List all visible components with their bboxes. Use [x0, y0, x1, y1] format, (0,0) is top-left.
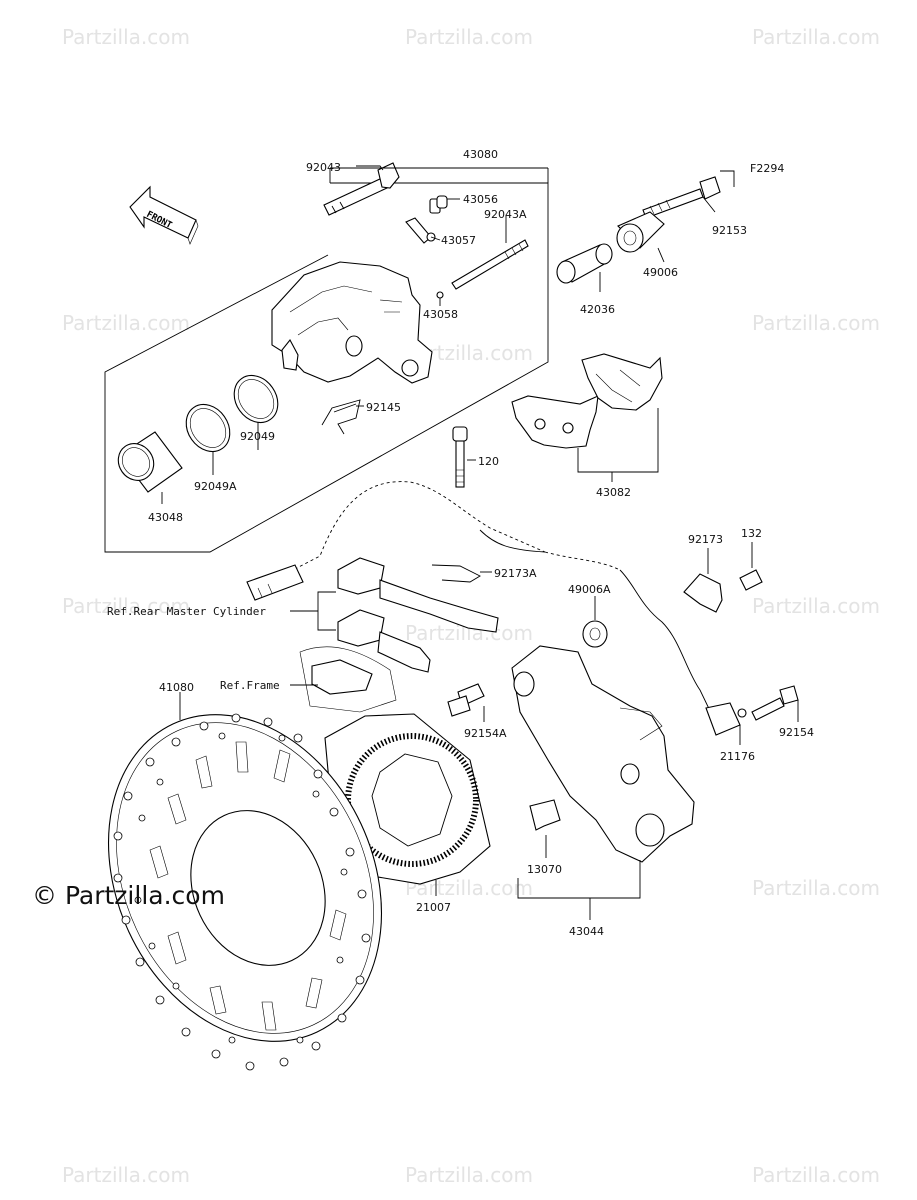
- bleeder-valve-43056: [429, 195, 448, 214]
- part-label: 21176: [720, 750, 755, 763]
- brake-pads-43082: [511, 353, 663, 449]
- copyright-notice: © Partzilla.com: [32, 881, 225, 910]
- clamp-92173: [683, 573, 723, 613]
- abs-sensor-wiring: [246, 481, 747, 736]
- part-label: 92153: [712, 224, 747, 237]
- part-label: 92049: [240, 430, 275, 443]
- watermark: Partzilla.com: [752, 25, 880, 49]
- pin-92043a: [451, 239, 529, 290]
- brake-disc-41080: [107, 713, 383, 1071]
- part-label: 92154A: [464, 727, 507, 740]
- watermark: Partzilla.com: [62, 1163, 190, 1187]
- part-label: 43044: [569, 925, 604, 938]
- part-label: 43048: [148, 511, 183, 524]
- watermark: Partzilla.com: [752, 1163, 880, 1187]
- leader-lines: [161, 165, 799, 920]
- part-label: 43080: [463, 148, 498, 161]
- watermark: Partzilla.com: [62, 594, 190, 618]
- diagram-code: F2294: [750, 162, 784, 175]
- part-label: 42036: [580, 303, 615, 316]
- part-label: 92049A: [194, 480, 237, 493]
- ref-frame: Ref.Frame: [220, 679, 280, 692]
- bolt-92154a: [447, 683, 485, 717]
- oring-43058: [436, 291, 444, 299]
- part-label: 21007: [416, 901, 451, 914]
- bolt-92154: [751, 685, 799, 721]
- part-label: 92154: [779, 726, 814, 739]
- part-label: 43058: [423, 308, 458, 321]
- front-direction-arrow-icon: FRONT: [129, 185, 199, 245]
- part-label: 43057: [441, 234, 476, 247]
- dust-seal-92049a: [185, 403, 231, 453]
- collar-49006a: [582, 620, 608, 648]
- part-label: 43082: [596, 486, 631, 499]
- bolt-132: [739, 569, 763, 591]
- watermark: Partzilla.com: [752, 876, 880, 900]
- part-label: 92173A: [494, 567, 537, 580]
- piston-43048: [117, 431, 183, 493]
- part-label: 120: [478, 455, 499, 468]
- part-label: 49006A: [568, 583, 611, 596]
- brake-hoses: [299, 557, 499, 713]
- ref-rear-master-cylinder: Ref.Rear Master Cylinder: [107, 605, 266, 618]
- watermark: Partzilla.com: [405, 1163, 533, 1187]
- bolt-92153: [642, 176, 721, 219]
- bolt-120: [452, 426, 468, 488]
- piston-seal-92049: [233, 374, 279, 424]
- reference-labels: Ref.Rear Master Cylinder Ref.Frame: [107, 605, 280, 692]
- part-label: 41080: [159, 681, 194, 694]
- watermark: Partzilla.com: [62, 25, 190, 49]
- part-label: 132: [741, 527, 762, 540]
- watermark: Partzilla.com: [752, 311, 880, 335]
- watermark: Partzilla.com: [405, 25, 533, 49]
- part-label: 13070: [527, 863, 562, 876]
- pad-spring-92145: [321, 399, 361, 435]
- part-label: 92145: [366, 401, 401, 414]
- part-label: 92173: [688, 533, 723, 546]
- bleeder-cap-43057: [405, 217, 436, 244]
- disc-holes: [113, 713, 371, 1071]
- caliper-bracket-43044: [511, 645, 695, 863]
- part-label: 92043: [306, 161, 341, 174]
- watermark: Partzilla.com: [752, 594, 880, 618]
- part-label: 92043A: [484, 208, 527, 221]
- sleeve-49006: [616, 211, 665, 253]
- caliper-body: [271, 261, 433, 384]
- sleeve-42036: [556, 243, 613, 284]
- part-labels: 92043 43080 43056 92043A 43057 43058 921…: [148, 148, 814, 938]
- watermark: Partzilla.com: [62, 311, 190, 335]
- pin-bolt-92043: [323, 162, 400, 216]
- part-label: 43056: [463, 193, 498, 206]
- clip-13070: [529, 799, 561, 831]
- part-label: 49006: [643, 266, 678, 279]
